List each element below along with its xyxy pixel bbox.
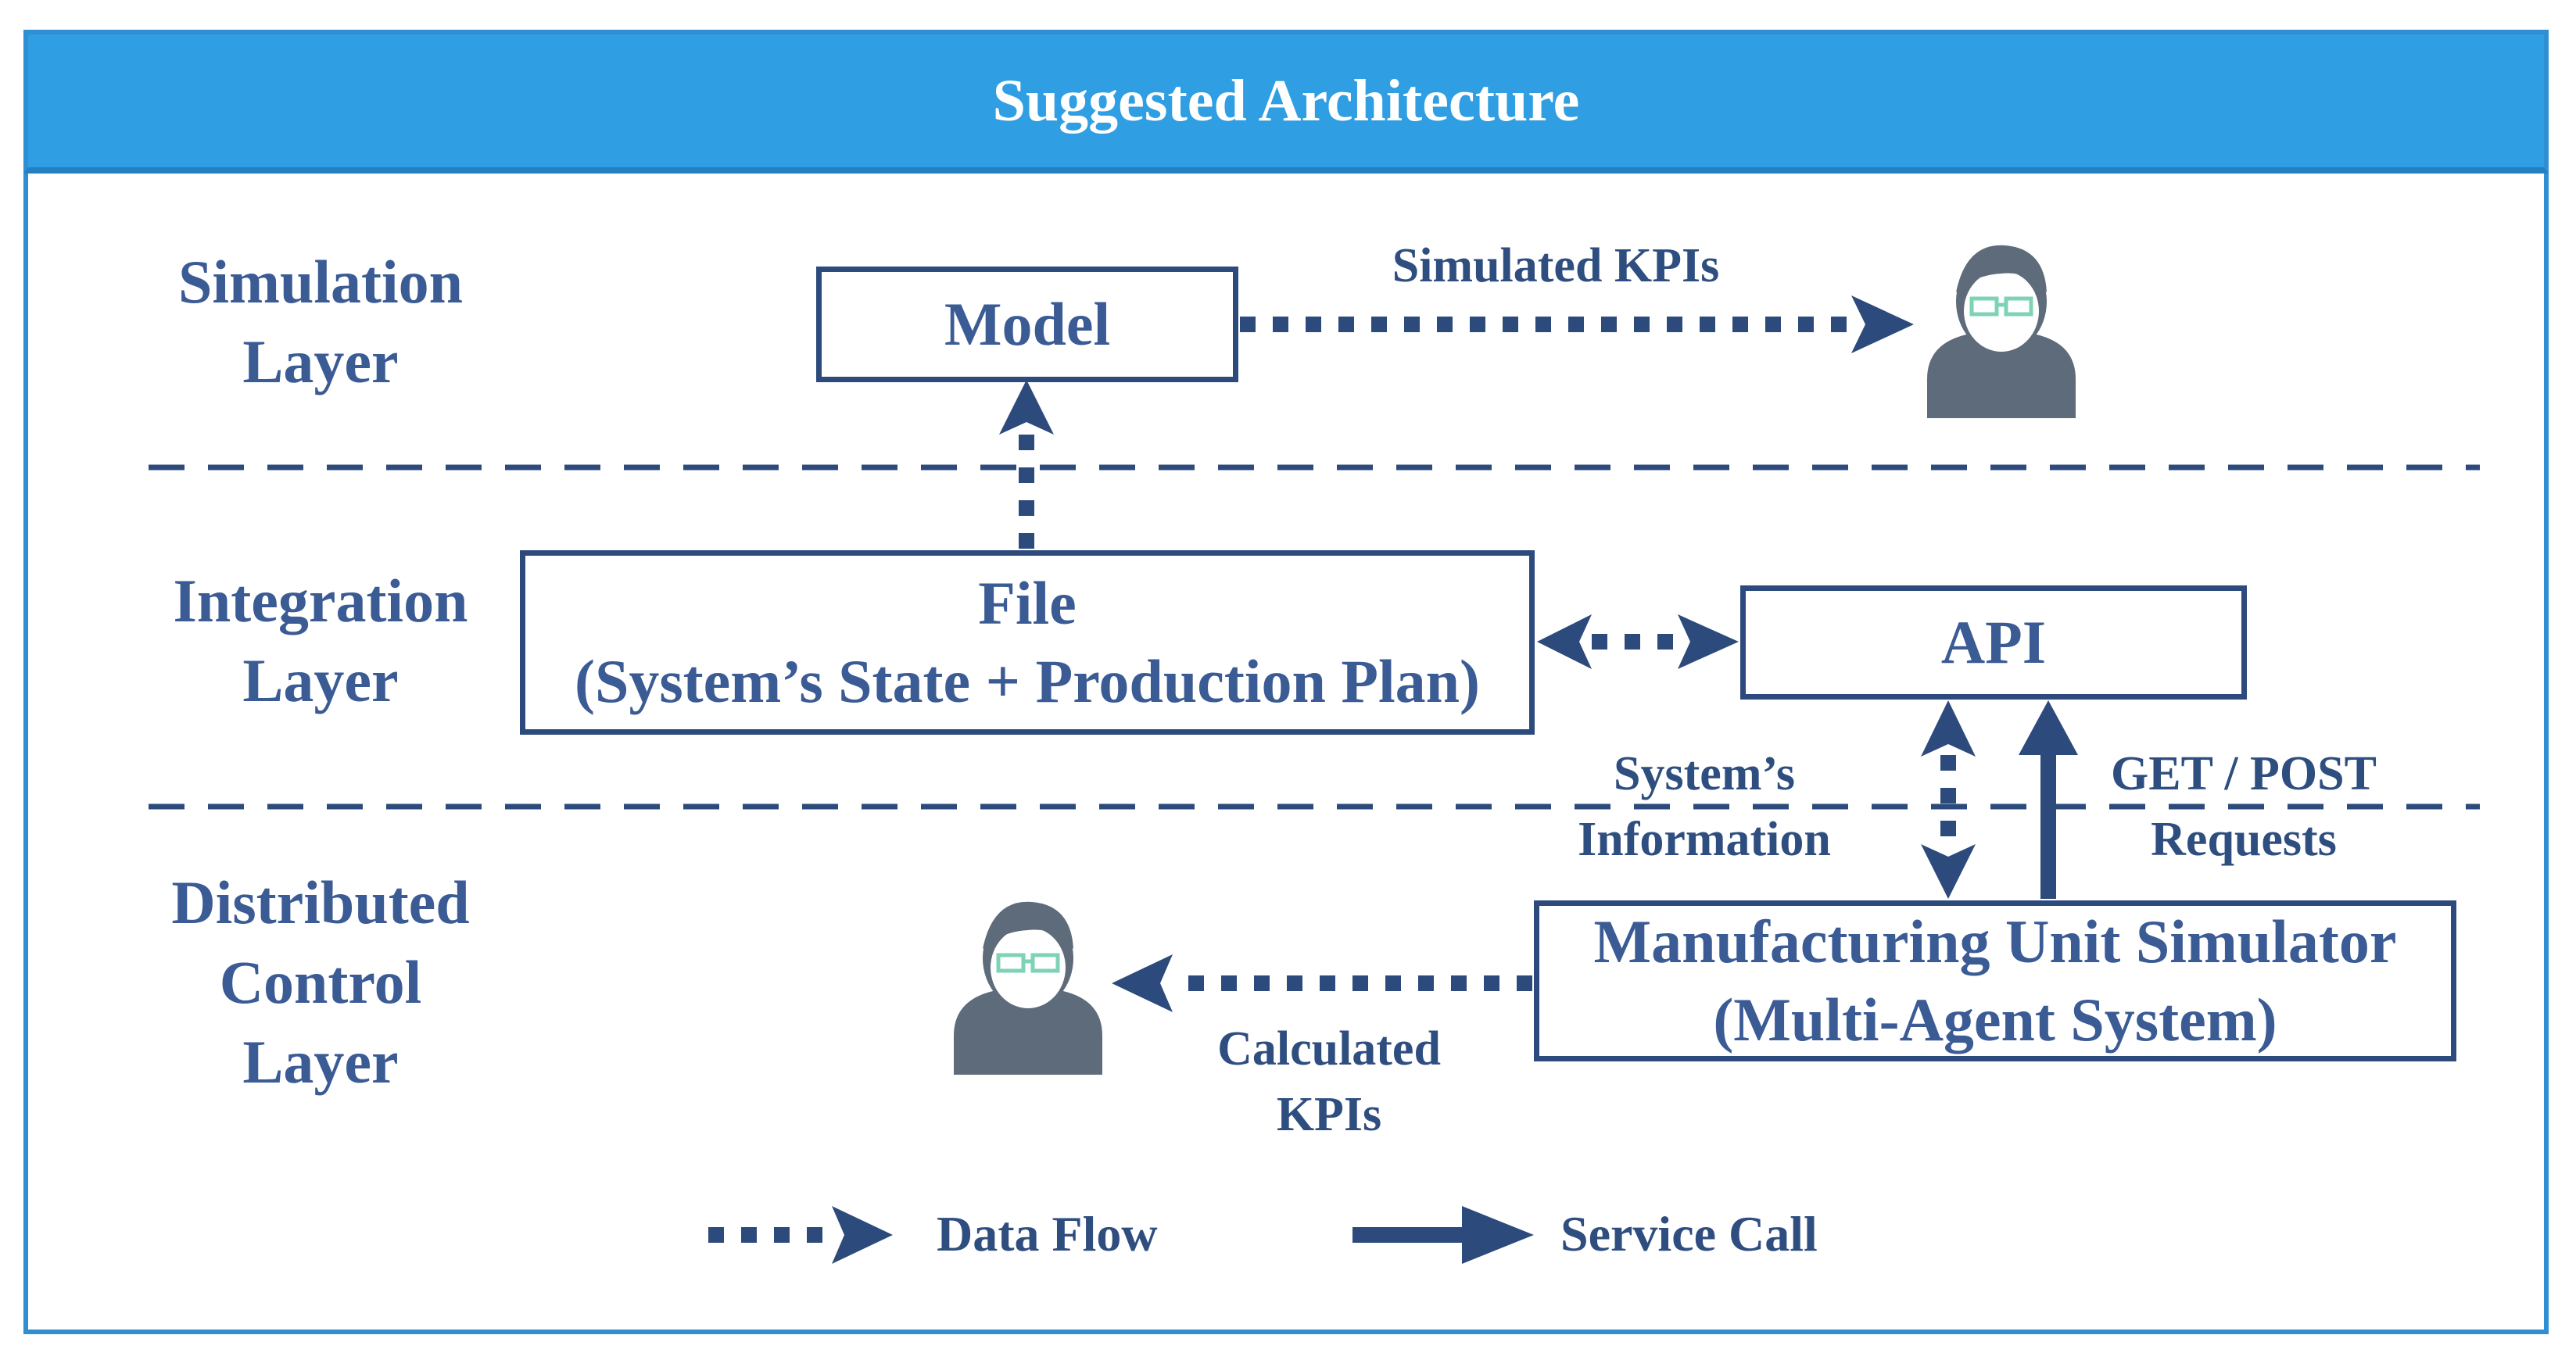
simulation-layer-label: Simulation Layer [177,248,464,395]
api-label: API [1940,608,2047,676]
simulated-kpis-label: Simulated KPIs [1392,239,1720,292]
file-box: File (System’s State + Production Plan) [520,550,1535,735]
legend-data-flow-label: Data Flow [937,1206,1158,1262]
user-icon [954,901,1102,1075]
systems-information-label: System’s Information [1578,747,1831,866]
mus-label: Manufacturing Unit Simulator [1593,907,2397,975]
file-api-arrowhead-left [1537,614,1592,669]
systems-information-arrowhead-up [1921,700,1976,757]
systems-information-arrowhead-down [1921,844,1976,899]
get-post-requests-arrowhead [2019,700,2078,755]
file-to-model-arrowhead [999,380,1054,435]
distributed-layer-label: Distributed Control Layer [171,868,470,1096]
legend-service-call-arrowhead [1462,1206,1534,1264]
file-label: File [978,569,1077,637]
diagram-title: Suggested Architecture [992,67,1580,134]
user-icon [1927,245,2076,418]
model-label: Model [944,290,1111,358]
integration-layer-label: Integration Layer [173,567,468,714]
calculated-kpis-arrowhead [1112,954,1173,1012]
calculated-kpis-label: Calculated KPIs [1217,1022,1441,1141]
simulated-kpis-arrowhead [1851,295,1914,353]
mus-description: (Multi-Agent System) [1713,986,2277,1054]
file-description: (System’s State + Production Plan) [574,647,1481,715]
file-api-arrowhead-right [1678,614,1739,669]
model-box: Model [816,267,1238,382]
manufacturing-unit-simulator-box: Manufacturing Unit Simulator (Multi-Agen… [1534,900,2456,1061]
get-post-requests-label: GET / POST Requests [2111,747,2377,866]
api-box: API [1740,585,2247,700]
title-bar: Suggested Architecture [23,30,2549,174]
legend-data-flow-arrowhead [832,1206,893,1264]
legend-service-call-label: Service Call [1560,1206,1818,1262]
